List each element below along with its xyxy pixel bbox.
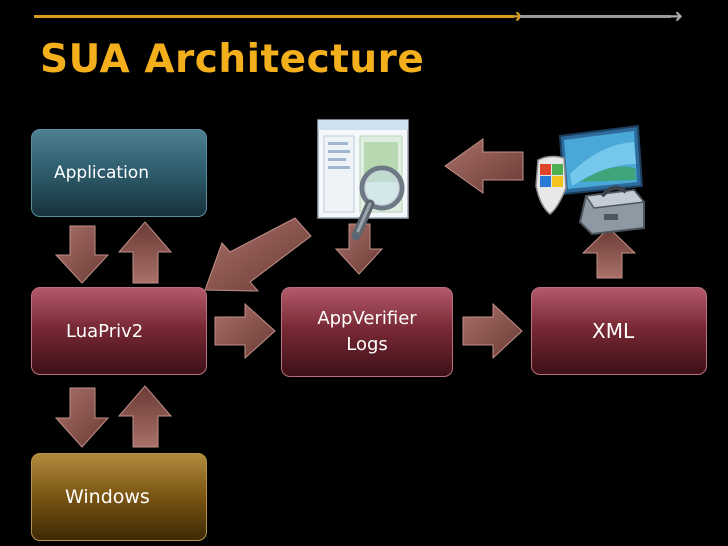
arrow-xml-to-toolkit — [581, 227, 637, 279]
arrow-luapriv2-to-application — [117, 221, 173, 284]
node-xml-label: XML — [592, 319, 635, 343]
arrow-logs-to-xml — [462, 302, 523, 360]
magnifier-document-icon — [317, 119, 409, 241]
node-application: Application — [31, 129, 207, 217]
arrow-viewer-to-logs — [334, 223, 384, 275]
node-xml: XML — [531, 287, 707, 375]
arrow-viewer-to-luapriv2 — [204, 217, 312, 292]
windows-toolbox-icon — [535, 124, 646, 236]
node-windows: Windows — [31, 453, 207, 541]
arrow-luapriv2-to-logs — [214, 302, 276, 360]
header-line-inactive — [520, 15, 670, 18]
node-luapriv2-label: LuaPriv2 — [66, 320, 144, 342]
header-arrow-active-icon: ➜ — [508, 6, 524, 27]
node-windows-label: Windows — [65, 486, 150, 508]
arrow-toolkit-to-viewer — [444, 138, 524, 194]
node-logs-label-line1: AppVerifier — [317, 308, 417, 329]
node-logs-label-line2: Logs — [346, 334, 388, 355]
header-line-active — [34, 15, 514, 18]
node-appverifier-logs: AppVerifier Logs — [281, 287, 453, 377]
arrow-luapriv2-to-windows — [54, 387, 110, 448]
node-luapriv2: LuaPriv2 — [31, 287, 207, 375]
header-arrow-inactive-icon: ➜ — [668, 6, 684, 27]
slide-title: SUA Architecture — [40, 37, 425, 82]
node-application-label: Application — [54, 163, 149, 183]
arrow-windows-to-luapriv2 — [117, 385, 173, 448]
arrow-application-to-luapriv2 — [54, 225, 110, 284]
